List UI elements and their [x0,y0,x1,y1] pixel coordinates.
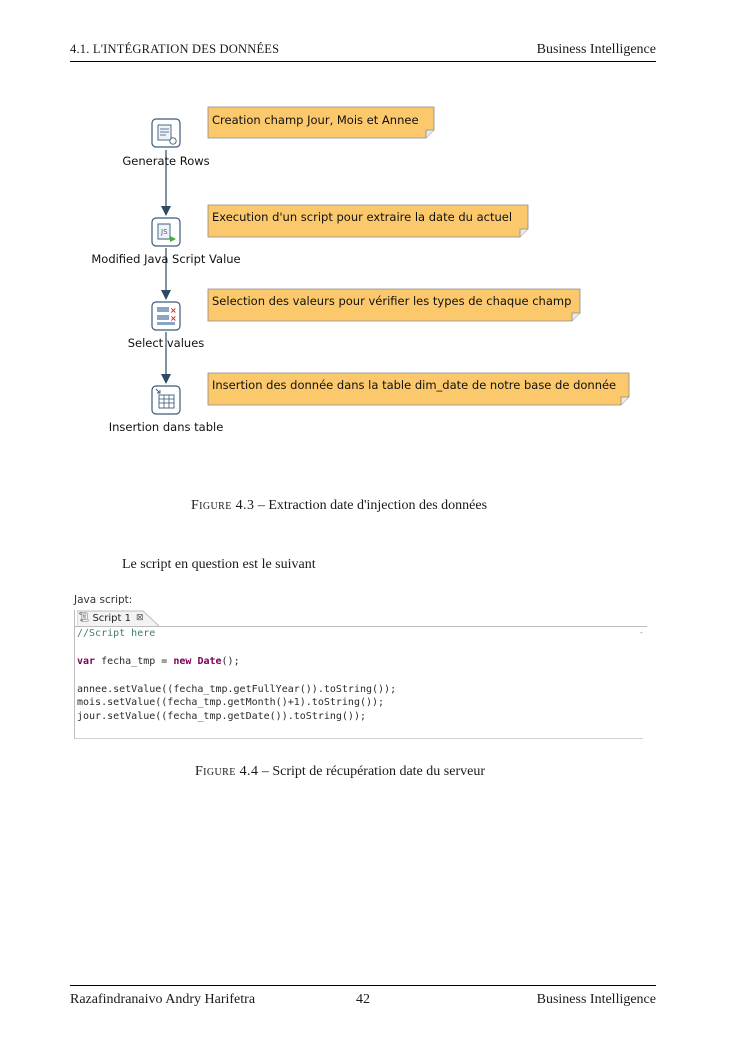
figure-4-4-caption: Figure 4.4 – Script de récupération date… [195,764,485,780]
code-line-1: //Script here [77,628,156,639]
note-text: Execution d'un script pour extraire la d… [212,210,512,224]
tab-script-1[interactable]: 📜︎ Script 1 ⊠ [75,610,144,626]
code-keyword: Date [197,656,222,667]
step-label-select-values: Select values [128,336,205,350]
step-label-insertion: Insertion dans table [109,420,224,434]
figure-4-3-caption: Figure 4.3 – Extraction date d'injection… [191,498,487,514]
close-icon[interactable]: ⊠ [135,613,144,623]
step-label-generate-rows: Generate Rows [122,154,209,168]
tab-label: Script 1 [92,612,131,624]
svg-text:×: × [170,314,177,323]
svg-text:JS: JS [160,228,168,236]
note-select-values: Selection des valeurs pour vérifier les … [207,288,581,322]
script-editor[interactable] [74,610,643,739]
flow-connectors [161,150,171,384]
script-file-icon: 📜︎ [78,613,90,623]
header-rule [70,61,656,62]
note-text: Selection des valeurs pour vérifier les … [212,294,571,308]
code-text: fecha_tmp = [95,656,174,667]
code-line-2: var fecha_tmp = new Date(); [77,656,240,667]
body-paragraph: Le script en question est le suivant [122,557,316,572]
note-text: Insertion des donnée dans la table dim_d… [212,378,616,392]
figure-text: – Extraction date d'injection des donnée… [254,498,488,513]
fold-marker-icon: - [640,628,643,637]
svg-text:×: × [170,306,177,315]
script-tabbar [74,610,647,627]
footer-author: Razafindranaivo Andry Harifetra [70,992,256,1007]
etl-flow-diagram: Creation champ Jour, Mois et Annee Execu… [91,106,630,434]
page-number: 42 [356,992,370,1007]
step-label-javascript: Modified Java Script Value [91,252,240,266]
generate-rows-icon [151,118,181,148]
note-text: Creation champ Jour, Mois et Annee [212,113,419,127]
table-output-icon [151,385,181,415]
footer-rule [70,985,656,986]
code-line-4: mois.setValue((fecha_tmp.getMonth()+1).t… [77,697,385,708]
note-generate-rows: Creation champ Jour, Mois et Annee [207,106,435,139]
script-panel-title: Java script: [74,594,133,606]
select-values-icon: × × [151,301,181,331]
script-tab-shape [77,610,160,627]
footer-title: Business Intelligence [536,992,656,1007]
code-keyword: new [173,656,192,667]
code-line-5: jour.setValue((fecha_tmp.getDate()).toSt… [77,711,366,722]
code-text: (); [221,656,240,667]
note-insertion: Insertion des donnée dans la table dim_d… [207,372,630,406]
running-header-section: 4.1. L'INTÉGRATION DES DONNÉES [70,42,280,56]
running-header-title: Business Intelligence [536,42,656,57]
figure-text: – Script de récupération date du serveur [258,764,485,779]
code-line-3: annee.setValue((fecha_tmp.getFullYear())… [77,684,397,695]
figure-number: Figure 4.3 [191,498,255,513]
javascript-step-icon: JS [151,217,181,247]
code-keyword: var [77,656,96,667]
figure-number: Figure 4.4 [195,764,259,779]
note-javascript: Execution d'un script pour extraire la d… [207,204,529,238]
